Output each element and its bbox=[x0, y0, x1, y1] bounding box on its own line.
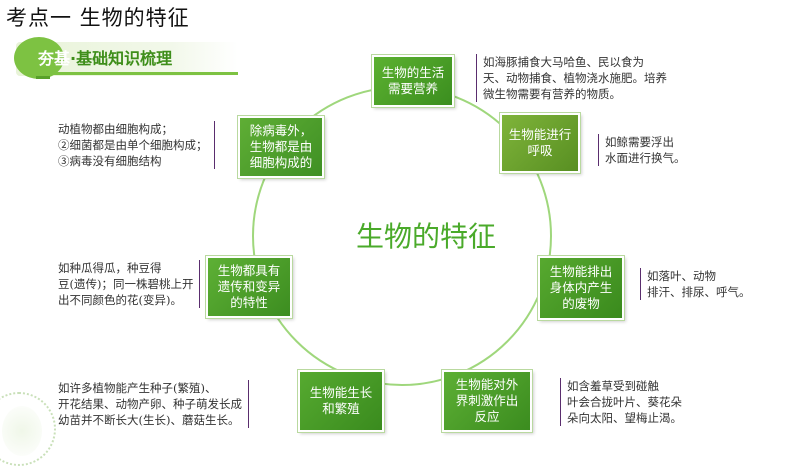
note-excretion: 如落叶、动物 排汗、排尿、呼气。 bbox=[640, 268, 751, 300]
note-line: 如许多植物能产生种子(繁殖)、 bbox=[58, 381, 217, 395]
note-line: 微生物需要有营养的物质。 bbox=[483, 87, 621, 101]
node-excretion: 生物能排出身体内产生的废物 bbox=[538, 256, 624, 320]
note-line: 幼苗并不断长大(生长)、蘑菇生长。 bbox=[58, 413, 240, 427]
note-line: 水面进行换气。 bbox=[605, 151, 686, 165]
note-line: 朵向太阳、望梅止渴。 bbox=[567, 411, 682, 425]
note-respiration: 如鲸需要浮出 水面进行换气。 bbox=[598, 134, 686, 166]
node-respiration: 生物能进行呼吸 bbox=[500, 113, 580, 173]
node-response: 生物能对外界刺激作出反应 bbox=[442, 370, 532, 432]
banner-underline bbox=[26, 72, 238, 75]
note-line: 排汗、排尿、呼气。 bbox=[647, 285, 751, 299]
note-line: ②细菌都是由单个细胞构成； bbox=[58, 138, 208, 152]
note-growth: 如许多植物能产生种子(繁殖)、 开花结果、动物产卵、种子萌发长成 幼苗并不断长大… bbox=[58, 380, 249, 428]
page-title: 考点一 生物的特征 bbox=[6, 6, 190, 30]
note-line: 如落叶、动物 bbox=[647, 269, 716, 283]
note-line: 动植物都由细胞构成； bbox=[58, 122, 173, 136]
decorative-glow bbox=[2, 406, 42, 456]
note-line: 开花结果、动物产卵、种子萌发长成 bbox=[58, 397, 242, 411]
note-heredity: 如种瓜得瓜，种豆得 豆(遗传)；同一株碧桃上开 出不同颜色的花(变异)。 bbox=[58, 260, 201, 308]
note-line: 天、动物捕食、植物浇水施肥。培养 bbox=[483, 71, 667, 85]
note-line: 如种瓜得瓜，种豆得 bbox=[58, 261, 162, 275]
note-line: 如含羞草受到碰触 bbox=[567, 379, 659, 393]
section-heading-text: 基础知识梳理 bbox=[76, 49, 173, 68]
note-response: 如含羞草受到碰触 叶会合拢叶片、葵花朵 朵向太阳、望梅止渴。 bbox=[560, 378, 682, 426]
section-heading-highlight: 夯基 bbox=[38, 49, 71, 68]
section-heading-separator: · bbox=[70, 49, 77, 68]
note-line: 叶会合拢叶片、葵花朵 bbox=[567, 395, 682, 409]
node-cells: 除病毒外，生物都是由细胞构成的 bbox=[238, 116, 324, 178]
note-nutrition: 如海豚捕食大马哈鱼、民以食为 天、动物捕食、植物浇水施肥。培养 微生物需要有营养… bbox=[476, 54, 667, 102]
node-nutrition: 生物的生活需要营养 bbox=[372, 55, 454, 107]
note-cells: 动植物都由细胞构成； ②细菌都是由单个细胞构成； ③病毒没有细胞结构 bbox=[58, 121, 215, 169]
node-growth: 生物能生长和繁殖 bbox=[298, 370, 384, 432]
diagram-center-title: 生物的特征 bbox=[355, 220, 496, 253]
section-heading: 夯基·基础知识梳理 bbox=[38, 45, 172, 69]
banner-tick bbox=[36, 76, 50, 79]
note-line: 出不同颜色的花(变异)。 bbox=[58, 293, 182, 307]
note-line: ③病毒没有细胞结构 bbox=[58, 154, 162, 168]
node-heredity: 生物都具有遗传和变异的特性 bbox=[206, 256, 292, 318]
note-line: 如海豚捕食大马哈鱼、民以食为 bbox=[483, 55, 644, 69]
note-line: 如鲸需要浮出 bbox=[605, 135, 674, 149]
note-line: 豆(遗传)；同一株碧桃上开 bbox=[58, 277, 194, 291]
